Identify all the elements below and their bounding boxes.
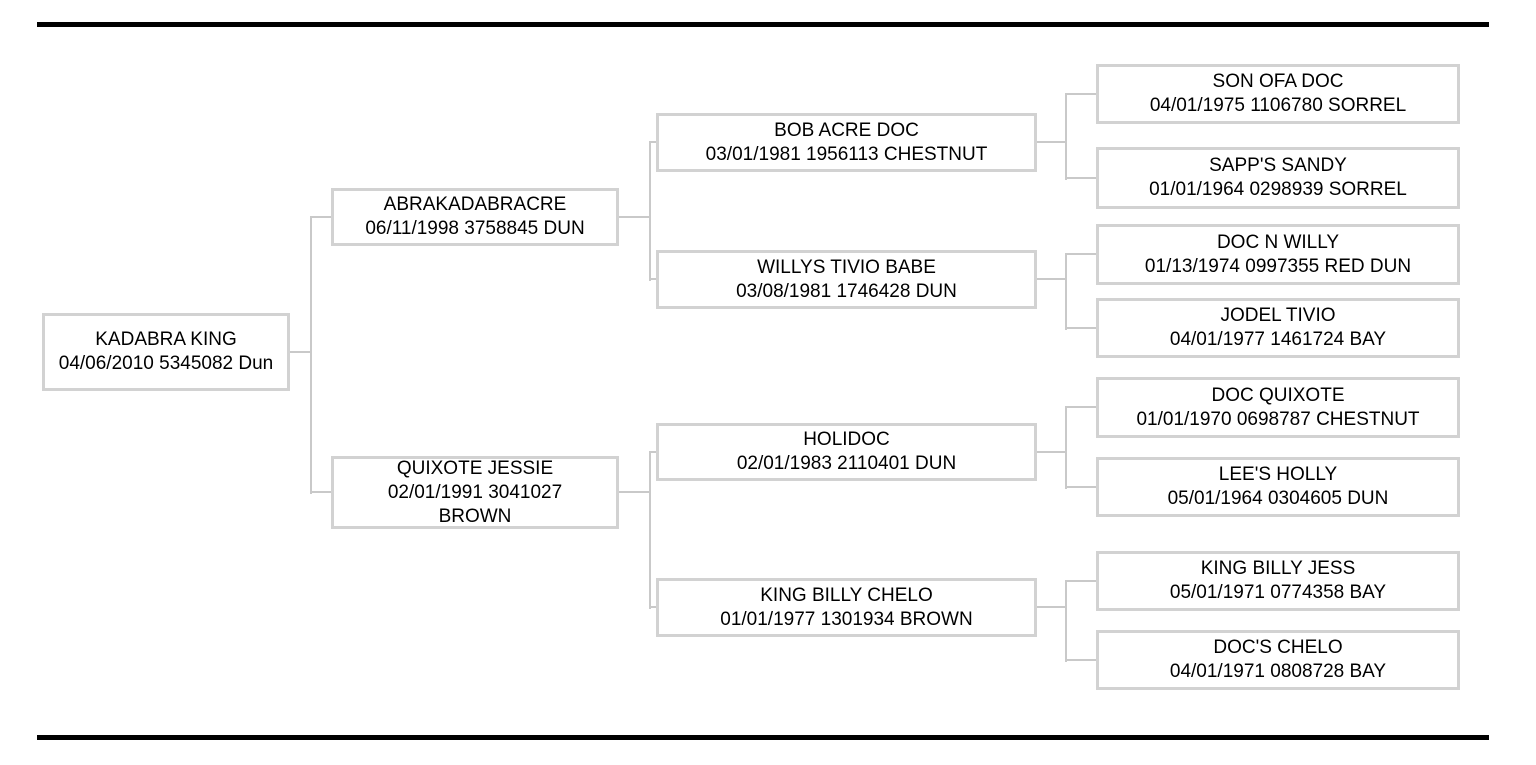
horse-details: 06/11/1998 3758845 DUN xyxy=(365,218,585,239)
connector-sire-out-stub xyxy=(619,216,651,218)
connector-dam-dam-dam-stub xyxy=(1065,659,1096,661)
horse-details: 01/01/1977 1301934 BROWN xyxy=(720,608,973,630)
connector-subject-stub xyxy=(290,351,312,353)
connector-dam-sire-vline xyxy=(1065,406,1067,489)
connector-sire-dam-vline xyxy=(1065,253,1067,330)
pedigree-box-dam-sire: HOLIDOC 02/01/1983 2110401 DUN xyxy=(656,423,1037,481)
horse-details: 03/08/1981 1746428 DUN xyxy=(736,280,957,302)
connector-sire-dam-dam-stub xyxy=(1065,327,1096,329)
connector-sire-sire-vline xyxy=(1065,93,1067,180)
horse-details: 04/06/2010 5345082 Dun xyxy=(58,353,274,374)
pedigree-box-sire: ABRAKADABRACRE 06/11/1998 3758845 DUN xyxy=(331,188,619,246)
connector-dam-sire-stub xyxy=(649,451,656,453)
connector-subject-vline xyxy=(310,216,312,494)
pedigree-box-dam-dam-sire: KING BILLY JESS 05/01/1971 0774358 BAY xyxy=(1096,551,1460,611)
connector-sire-dam-stub xyxy=(649,278,656,280)
horse-name: DOC N WILLY xyxy=(1216,231,1340,253)
top-rule xyxy=(37,22,1489,27)
connector-dam-vline xyxy=(649,451,651,609)
horse-details: 01/01/1970 0698787 CHESTNUT xyxy=(1136,408,1420,430)
pedigree-box-dam: QUIXOTE JESSIE 02/01/1991 3041027 BROWN xyxy=(331,456,619,529)
connector-dam-out-stub xyxy=(619,491,651,493)
connector-sire-stub xyxy=(310,216,331,218)
horse-name: JODEL TIVIO xyxy=(1220,305,1336,326)
horse-name: DOC QUIXOTE xyxy=(1211,384,1345,406)
horse-details: 04/01/1971 0808728 BAY xyxy=(1169,661,1387,682)
horse-details: 05/01/1964 0304605 DUN xyxy=(1167,488,1389,509)
connector-dam-sire-dam-stub xyxy=(1065,486,1096,488)
connector-sire-dam-out-stub xyxy=(1037,278,1067,280)
horse-details: 03/01/1981 1956113 CHESTNUT xyxy=(705,143,988,165)
connector-sire-sire-out-stub xyxy=(1037,141,1067,143)
pedigree-box-dam-sire-sire: DOC QUIXOTE 01/01/1970 0698787 CHESTNUT xyxy=(1096,377,1460,438)
pedigree-box-subject: KADABRA KING 04/06/2010 5345082 Dun xyxy=(42,313,290,391)
horse-details: BROWN xyxy=(438,505,512,527)
pedigree-box-sire-sire-sire: SON OFA DOC 04/01/1975 1106780 SORREL xyxy=(1096,64,1460,124)
pedigree-box-sire-dam-sire: DOC N WILLY 01/13/1974 0997355 RED DUN xyxy=(1096,224,1460,285)
connector-sire-sire-sire-stub xyxy=(1065,93,1096,95)
horse-name: KADABRA KING xyxy=(95,329,237,350)
connector-dam-dam-vline xyxy=(1065,580,1067,662)
horse-details: 05/01/1971 0774358 BAY xyxy=(1169,582,1387,603)
pedigree-box-sire-sire: BOB ACRE DOC 03/01/1981 1956113 CHESTNUT xyxy=(656,113,1037,172)
connector-dam-dam-out-stub xyxy=(1037,606,1067,608)
horse-name: QUIXOTE JESSIE xyxy=(396,457,554,479)
horse-name: WILLYS TIVIO BABE xyxy=(757,256,936,278)
pedigree-box-dam-dam: KING BILLY CHELO 01/01/1977 1301934 BROW… xyxy=(656,578,1037,637)
horse-name: BOB ACRE DOC xyxy=(774,119,919,141)
horse-name: DOC'S CHELO xyxy=(1213,637,1343,658)
connector-sire-sire-stub xyxy=(649,141,656,143)
connector-dam-sire-out-stub xyxy=(1037,451,1067,453)
horse-name: LEE'S HOLLY xyxy=(1218,464,1338,485)
connector-sire-vline xyxy=(649,141,651,281)
pedigree-box-sire-sire-dam: SAPP'S SANDY 01/01/1964 0298939 SORREL xyxy=(1096,147,1460,209)
connector-sire-dam-sire-stub xyxy=(1065,253,1096,255)
horse-details: 02/01/1983 2110401 DUN xyxy=(736,453,957,474)
horse-details: 02/01/1991 3041027 xyxy=(387,481,563,503)
pedigree-box-dam-sire-dam: LEE'S HOLLY 05/01/1964 0304605 DUN xyxy=(1096,457,1460,517)
horse-details: 04/01/1977 1461724 BAY xyxy=(1169,329,1387,350)
bottom-rule xyxy=(37,735,1489,740)
pedigree-box-sire-dam-dam: JODEL TIVIO 04/01/1977 1461724 BAY xyxy=(1096,298,1460,358)
connector-sire-sire-dam-stub xyxy=(1065,177,1096,179)
horse-details: 01/01/1964 0298939 SORREL xyxy=(1149,179,1407,200)
horse-details: 01/13/1974 0997355 RED DUN xyxy=(1144,255,1412,277)
pedigree-box-dam-dam-dam: DOC'S CHELO 04/01/1971 0808728 BAY xyxy=(1096,630,1460,690)
horse-name: KING BILLY JESS xyxy=(1200,558,1356,579)
horse-name: ABRAKADABRACRE xyxy=(383,194,567,215)
connector-dam-dam-stub xyxy=(649,606,656,608)
horse-name: SON OFA DOC xyxy=(1212,71,1344,92)
horse-name: SAPP'S SANDY xyxy=(1209,155,1347,176)
horse-details: 04/01/1975 1106780 SORREL xyxy=(1149,95,1407,116)
horse-name: KING BILLY CHELO xyxy=(760,584,933,606)
connector-dam-sire-sire-stub xyxy=(1065,406,1096,408)
connector-dam-stub xyxy=(310,491,331,493)
horse-name: HOLIDOC xyxy=(803,429,890,450)
pedigree-box-sire-dam: WILLYS TIVIO BABE 03/08/1981 1746428 DUN xyxy=(656,250,1037,309)
connector-dam-dam-sire-stub xyxy=(1065,580,1096,582)
